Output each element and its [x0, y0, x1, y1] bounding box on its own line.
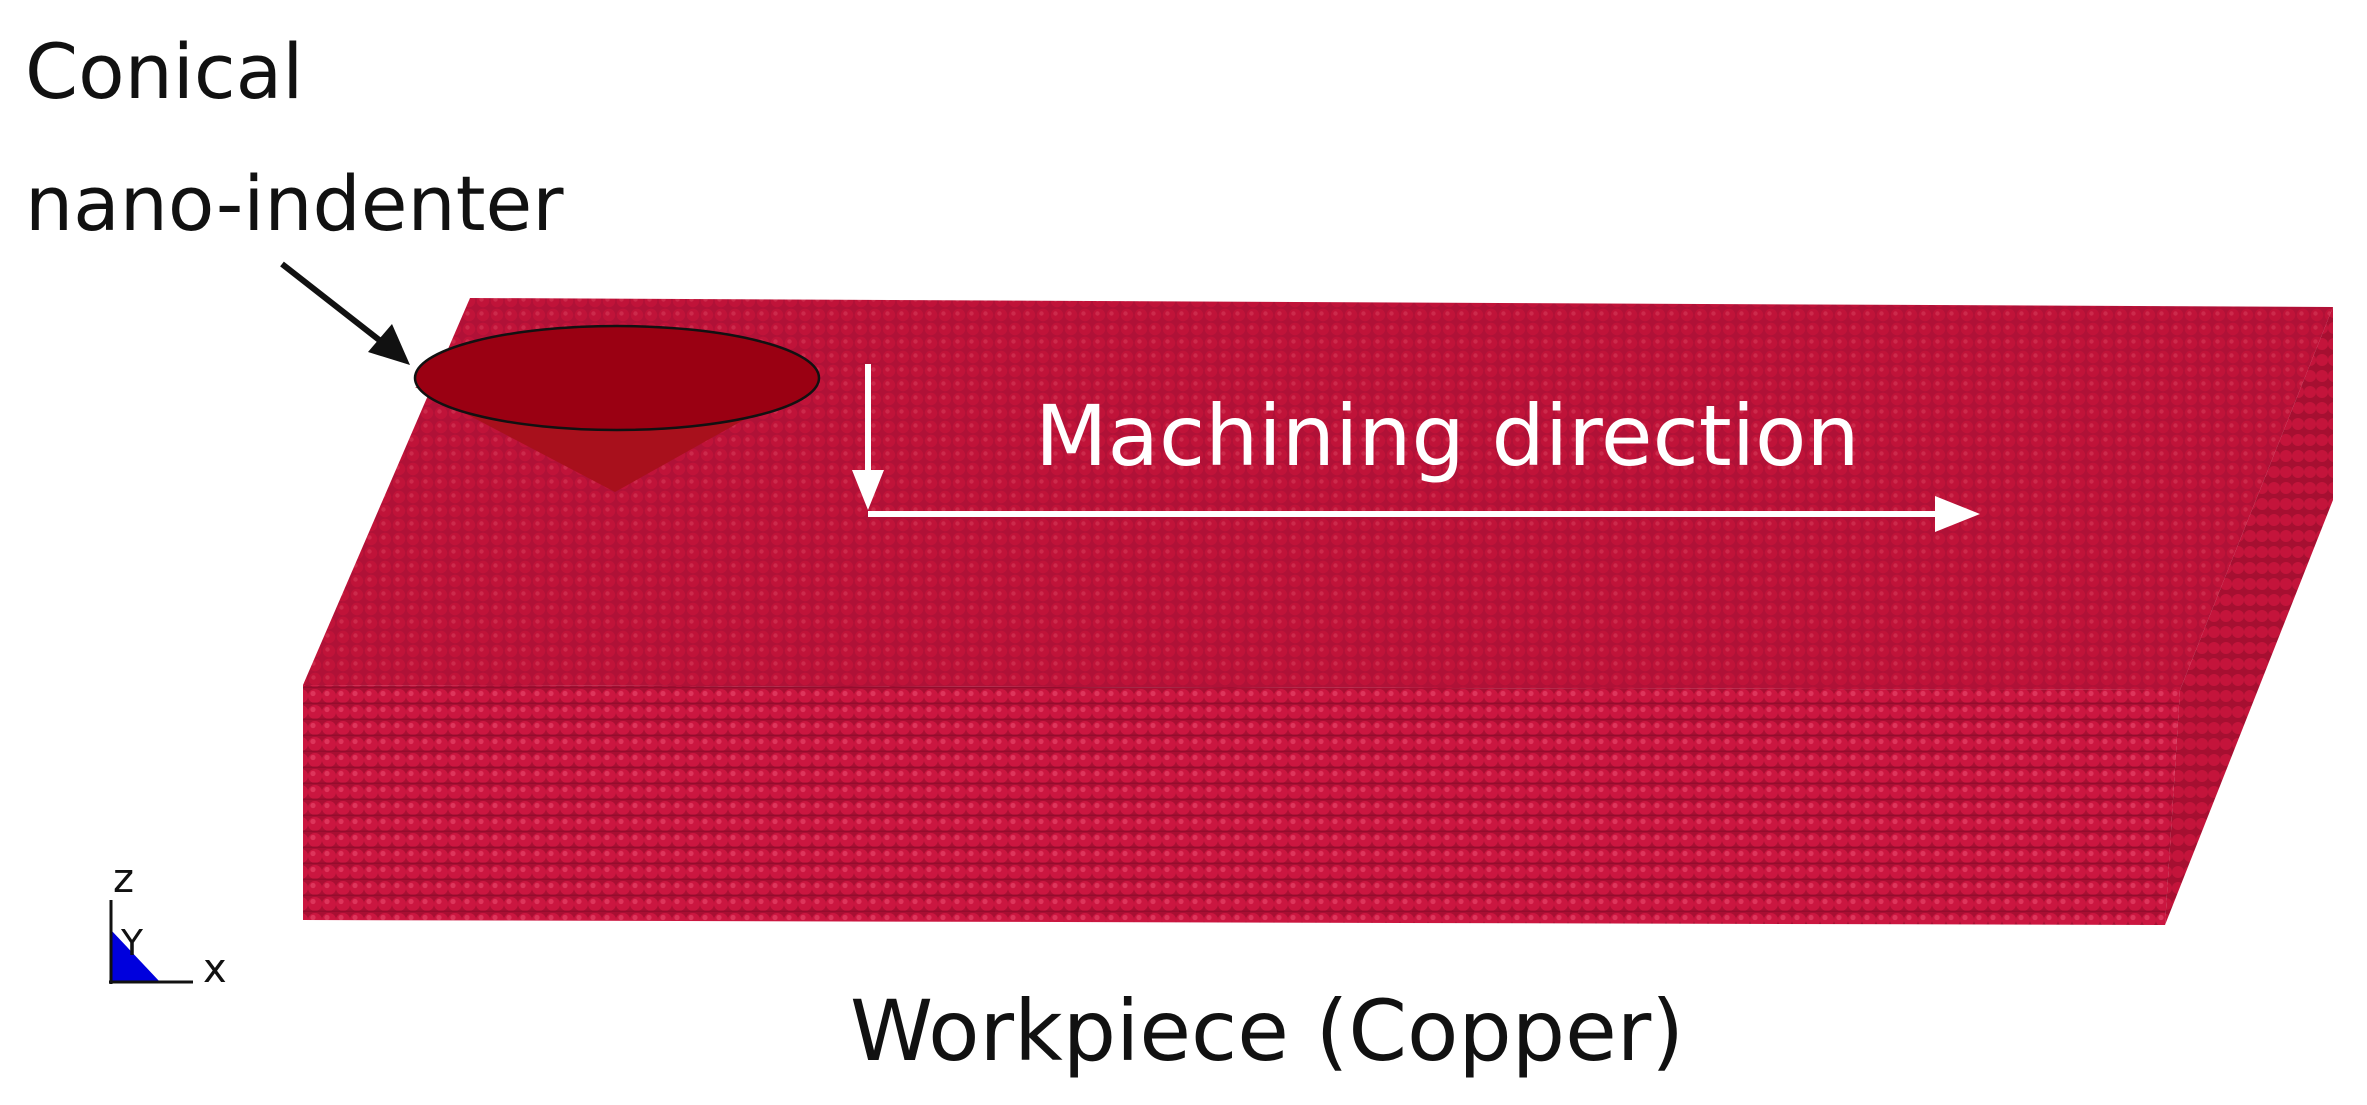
workpiece-top-face	[303, 298, 2333, 690]
conical-indenter	[413, 324, 821, 492]
workpiece-slab	[303, 298, 2333, 925]
indenter-label-line1: Conical	[25, 27, 303, 116]
indenter-label-line2: nano-indenter	[25, 159, 564, 248]
axis-x-label: x	[203, 946, 227, 992]
axis-y-label: Y	[120, 923, 144, 964]
axis-z-label: z	[113, 856, 134, 902]
indenter-top-ellipse	[413, 324, 821, 432]
down-arrowhead	[852, 470, 884, 510]
machining-arrows	[852, 364, 1980, 532]
workpiece-right-face	[2165, 307, 2333, 925]
workpiece-front-face	[303, 685, 2180, 925]
indenter-pointer-arrow	[280, 261, 410, 365]
axis-triad: z Y x	[109, 856, 227, 992]
workpiece-label: Workpiece (Copper)	[850, 982, 1684, 1080]
machining-direction-label: Machining direction	[1035, 387, 1860, 485]
right-arrowhead	[1935, 496, 1980, 532]
axis-triad-fill	[111, 930, 160, 982]
